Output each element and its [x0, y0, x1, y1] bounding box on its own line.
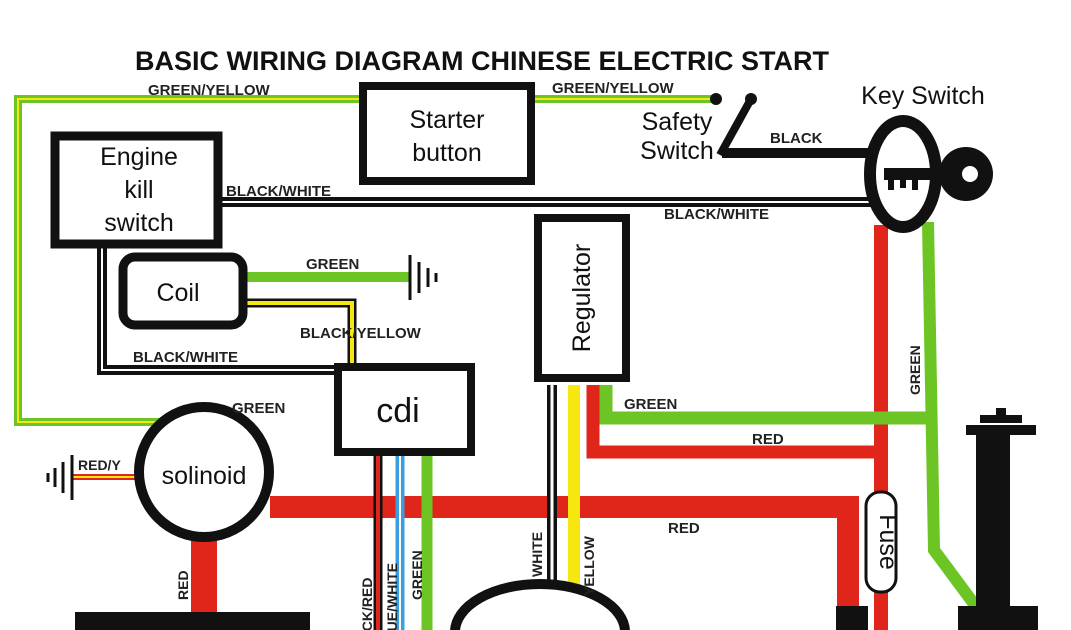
label-black-white-top: BLACK/WHITE — [226, 183, 331, 200]
wire-labels: GREEN/YELLOW GREEN/YELLOW BLACK BLACK/WH… — [78, 80, 923, 630]
wire-black-white-cdi — [97, 248, 345, 375]
wire-green-key — [922, 221, 982, 612]
safety-switch-label-1: Safety — [642, 108, 713, 136]
fuse: Fuse — [864, 490, 902, 594]
diagram-title: BASIC WIRING DIAGRAM CHINESE ELECTRIC ST… — [135, 46, 830, 76]
label-green-solenoid: GREEN — [232, 400, 285, 417]
fuse-label: Fuse — [874, 514, 902, 570]
wires — [14, 95, 982, 630]
ground-post — [958, 408, 1038, 630]
regulator: Regulator — [534, 214, 630, 382]
label-black-yellow: BLACK/YELLOW — [300, 325, 422, 342]
label-red-vertical: RED — [175, 570, 191, 600]
starter-motor — [450, 579, 630, 630]
kill-switch-label-1: Engine — [100, 143, 178, 171]
cdi-label: cdi — [376, 392, 419, 430]
label-red-yellow-ground: RED/Y — [78, 457, 121, 473]
battery-right — [836, 606, 868, 630]
cdi-unit: cdi — [334, 363, 475, 456]
engine-kill-switch: Engine kill switch — [50, 131, 223, 249]
ground-symbol-solenoid — [46, 455, 74, 500]
starter-button-label-1: Starter — [409, 106, 484, 134]
label-green-yellow-right: GREEN/YELLOW — [552, 80, 675, 97]
wire-red-regulator — [586, 385, 881, 459]
solenoid-label: solinoid — [162, 462, 247, 490]
kill-switch-label-3: switch — [104, 209, 173, 237]
label-blue-white: BLUE/WHITE — [384, 563, 400, 630]
wire-black-yellow — [245, 298, 357, 368]
label-green-coil: GREEN — [306, 256, 359, 273]
wire-green-yellow-loop — [14, 95, 362, 426]
solenoid: solinoid — [134, 402, 274, 542]
label-yellow: YELLOW — [581, 535, 597, 596]
label-black-white-lower: BLACK/WHITE — [133, 349, 238, 366]
label-red-regulator: RED — [752, 431, 784, 448]
ground-symbol-coil — [408, 255, 438, 300]
label-black: BLACK — [770, 130, 823, 147]
label-green-regulator: GREEN — [624, 396, 677, 413]
key-icon — [884, 147, 993, 201]
wire-green-regulator — [599, 385, 932, 425]
label-green-yellow-left: GREEN/YELLOW — [148, 82, 271, 99]
coil-label: Coil — [156, 279, 199, 307]
key-switch: Key Switch — [861, 82, 993, 233]
regulator-label: Regulator — [568, 244, 596, 352]
label-green-key: GREEN — [907, 345, 923, 395]
label-white: WHITE — [529, 532, 545, 577]
label-black-white-right: BLACK/WHITE — [664, 206, 769, 223]
safety-switch-label-2: Switch — [640, 137, 714, 165]
label-black-red: BLACK/RED — [359, 578, 375, 630]
safety-switch: Safety Switch — [640, 93, 757, 165]
wire-red-main — [270, 496, 859, 630]
kill-switch-label-2: kill — [124, 176, 153, 204]
starter-button: Starter button — [359, 82, 535, 185]
label-red-main: RED — [668, 520, 700, 537]
coil: Coil — [118, 252, 248, 330]
key-switch-label: Key Switch — [861, 82, 985, 110]
battery-left — [75, 612, 310, 630]
label-green-cdi: GREEN — [409, 550, 425, 600]
starter-button-label-2: button — [412, 139, 482, 167]
